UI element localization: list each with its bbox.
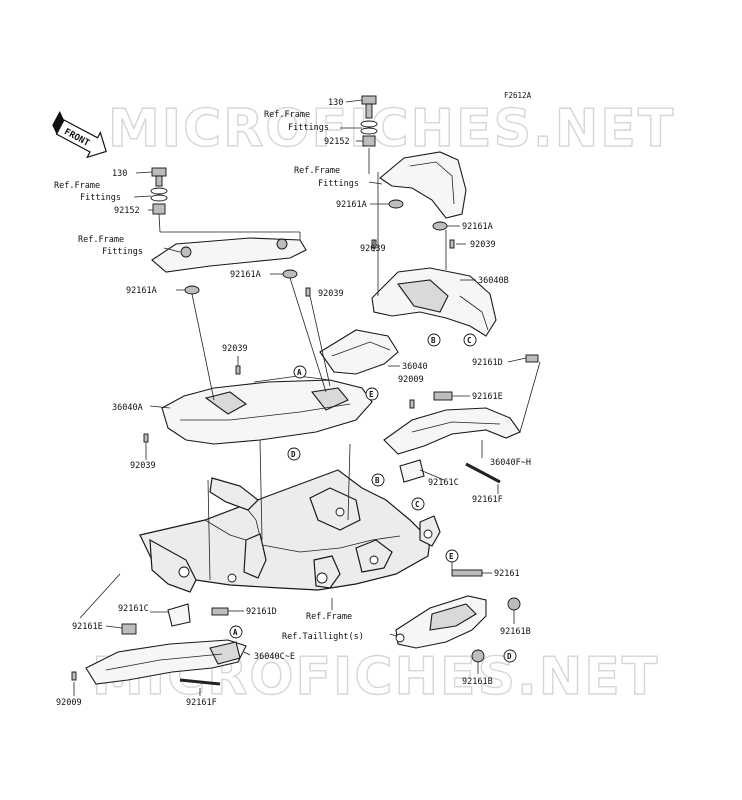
label-ref-frame-mid: Ref.Frame (294, 166, 340, 176)
damper-92161b-upper (507, 597, 521, 611)
label-damper-92161b-lower: 92161B (462, 677, 493, 687)
callout-a-upper: A (293, 365, 307, 379)
label-damper-92161a-mid: 92161A (230, 270, 261, 280)
label-cover-36040f-h: 36040F~H (490, 458, 531, 468)
label-ref-frame-top: Ref.Frame (264, 110, 310, 120)
label-damper-92161d-right: 92161D (472, 358, 503, 368)
label-clip-92039-upper-mid: 92039 (360, 244, 386, 254)
label-cover-36040a: 36040A (112, 403, 143, 413)
figure-code: F2612A (504, 91, 532, 100)
bolt-130-left (150, 167, 168, 215)
pad-92161e-right (433, 391, 453, 401)
label-collar-92152-left: 92152 (114, 206, 140, 216)
strip-92161f-bottom (179, 678, 221, 686)
pad-92161e-left (121, 623, 137, 635)
label-damper-92161a-right-r: 92161A (462, 222, 493, 232)
watermark-top: MICROFICHES.NET (108, 99, 675, 159)
leader-lines (73, 99, 541, 696)
label-clip-92039-left: 92039 (130, 461, 156, 471)
callout-e-lower: E (445, 549, 459, 563)
damper-92161a-right-right (432, 221, 448, 231)
label-clip-92039-mid: 92039 (222, 344, 248, 354)
label-screw-92009-bottom: 92009 (56, 698, 82, 708)
label-damper-92161a-right-l: 92161A (336, 200, 367, 210)
damper-92161a-right-left (388, 199, 404, 209)
svg-text:A: A (297, 368, 302, 377)
pad-92161c-right (399, 459, 425, 483)
svg-text:D: D (507, 652, 512, 661)
grab-rail-right (379, 151, 467, 219)
label-ref-frame-grab: Ref.Frame (78, 235, 124, 245)
cover-36040 (319, 329, 399, 375)
label-collar-92152-top: 92152 (324, 137, 350, 147)
pad-92161d-left (211, 607, 229, 616)
label-ref-taillight: Ref.Taillight(s) (282, 632, 364, 642)
callout-d-right: D (503, 649, 517, 663)
taillight-assembly (395, 595, 487, 649)
svg-text:B: B (375, 476, 380, 485)
svg-text:B: B (431, 336, 436, 345)
label-damper-92161e-left: 92161E (72, 622, 103, 632)
cover-36040c-e (85, 639, 247, 685)
damper-92161a-mid (282, 269, 298, 279)
label-damper-92161c-right: 92161C (428, 478, 459, 488)
label-cover-36040b: 36040B (478, 276, 509, 286)
pad-92161d-right (525, 354, 539, 363)
label-ref-frame-left: Ref.Frame (54, 181, 100, 191)
label-damper-92161c-left: 92161C (118, 604, 149, 614)
cover-36040a (161, 375, 373, 445)
label-clip-92039-upper-right: 92039 (470, 240, 496, 250)
svg-text:D: D (291, 450, 296, 459)
rear-frame (139, 469, 441, 593)
label-damper-92161f-right: 92161F (472, 495, 503, 505)
label-bolt-130-left: 130 (112, 169, 127, 179)
callout-b-upper: B (427, 333, 441, 347)
callout-c-upper: C (463, 333, 477, 347)
svg-text:C: C (415, 500, 420, 509)
label-damper-92161e-right: 92161E (472, 392, 503, 402)
svg-text:C: C (467, 336, 472, 345)
label-damper-92161d-left: 92161D (246, 607, 277, 617)
label-fittings-mid: Fittings (318, 179, 359, 189)
label-cover-36040c-e: 36040C~E (254, 652, 295, 662)
grab-rail-left (151, 237, 307, 273)
damper-92161a-left (184, 285, 200, 295)
label-bracket-92161: 92161 (494, 569, 520, 579)
callout-c-lower: C (411, 497, 425, 511)
svg-text:E: E (369, 390, 374, 399)
label-cover-36040: 36040 (402, 362, 428, 372)
cover-36040b (371, 267, 497, 337)
label-fittings-top: Fittings (288, 123, 329, 133)
label-clip-92039-lower-mid: 92039 (318, 289, 344, 299)
label-damper-92161b-upper: 92161B (500, 627, 531, 637)
callout-e-upper: E (365, 387, 379, 401)
label-fittings-grab: Fittings (102, 247, 143, 257)
svg-text:E: E (449, 552, 454, 561)
callout-b-lower: B (371, 473, 385, 487)
label-bolt-130-top: 130 (328, 98, 343, 108)
front-arrow-icon: FRONT (52, 110, 107, 159)
callout-a-lower: A (229, 625, 243, 639)
label-damper-92161f-bottom: 92161F (186, 698, 217, 708)
label-damper-92161a-left: 92161A (126, 286, 157, 296)
label-fittings-left: Fittings (80, 193, 121, 203)
cover-36040f-h (383, 407, 521, 455)
label-screw-92009-mid: 92009 (398, 375, 424, 385)
label-ref-frame-bottom: Ref.Frame (306, 612, 352, 622)
callout-d-left: D (287, 447, 301, 461)
damper-92161b-lower (471, 649, 485, 663)
pad-92161c-left (167, 603, 191, 627)
bracket-92161 (451, 569, 483, 577)
strip-92161f-right (465, 462, 501, 484)
svg-text:A: A (233, 628, 238, 637)
